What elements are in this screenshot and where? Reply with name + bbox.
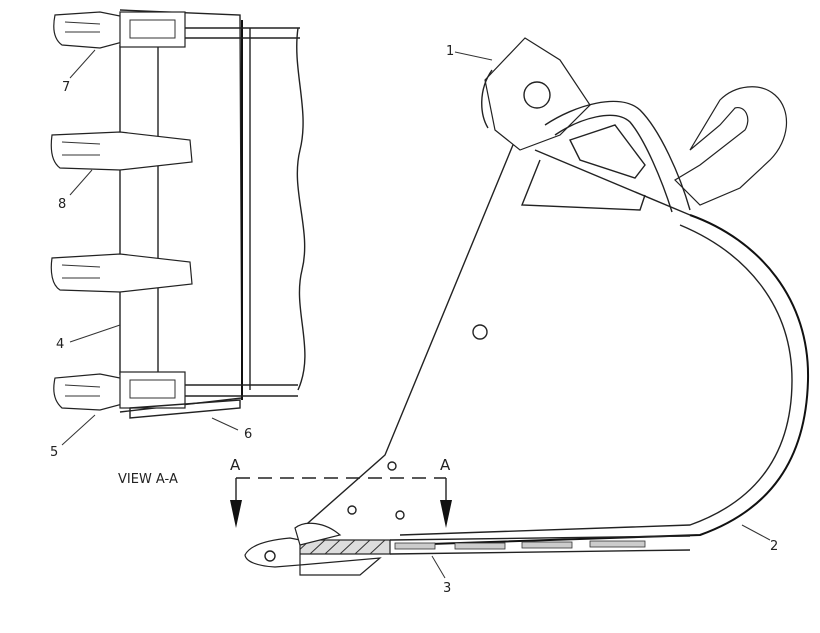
section-marker-left: A bbox=[230, 456, 241, 474]
wrapper-inner bbox=[399, 224, 793, 536]
rear-hook bbox=[674, 86, 787, 206]
callout-1: 1 bbox=[446, 44, 454, 59]
tooth-top bbox=[53, 11, 131, 49]
callout-6: 6 bbox=[244, 427, 252, 442]
leader-8 bbox=[69, 169, 93, 196]
tooth-middle-upper-detail bbox=[61, 141, 101, 156]
bucket-side-view: 1 2 3 bbox=[244, 37, 810, 596]
front-tooth bbox=[244, 537, 301, 568]
leader-2 bbox=[741, 524, 771, 541]
hitch-bracket bbox=[484, 37, 591, 151]
corner-adapter-bottom bbox=[119, 371, 186, 409]
corner-adapter-top-inner bbox=[129, 19, 176, 39]
leader-6 bbox=[211, 417, 239, 431]
leader-1 bbox=[454, 51, 493, 61]
leader-5 bbox=[61, 414, 96, 446]
callout-8: 8 bbox=[58, 197, 66, 212]
leader-7 bbox=[69, 49, 96, 79]
side-cutter-6 bbox=[129, 399, 241, 419]
section-marker-right: A bbox=[440, 456, 451, 474]
wear-strip-1 bbox=[394, 542, 436, 550]
side-plate-hole-1 bbox=[387, 461, 397, 471]
upper-gusset bbox=[569, 124, 646, 179]
side-plate-hole-3 bbox=[395, 510, 405, 520]
tooth-middle-lower-detail bbox=[61, 264, 101, 279]
upper-wrapper-inner bbox=[554, 114, 673, 213]
view-a-a: 7 8 4 5 6 VIEW A-A bbox=[50, 9, 306, 487]
callout-3: 3 bbox=[443, 581, 451, 596]
tooth-middle-lower bbox=[50, 253, 193, 293]
upper-wrapper-outer bbox=[544, 100, 691, 211]
lip-plate-outline bbox=[119, 9, 243, 413]
top-rail bbox=[534, 149, 691, 216]
section-arrow-left-head bbox=[230, 500, 242, 528]
hitch-pin-hole bbox=[523, 81, 551, 109]
front-tooth-adapter-top bbox=[294, 522, 342, 546]
section-arrow-right-head bbox=[440, 500, 452, 528]
tooth-middle-upper bbox=[50, 131, 193, 171]
top-rail-brace bbox=[520, 159, 646, 211]
leader-3 bbox=[431, 555, 446, 579]
wrapper-outer bbox=[399, 214, 810, 546]
bottom-plate-bottom bbox=[389, 549, 691, 555]
tooth-bottom bbox=[53, 373, 131, 411]
view-label: VIEW A-A bbox=[118, 472, 178, 487]
callout-7: 7 bbox=[62, 80, 70, 95]
callout-5: 5 bbox=[50, 445, 58, 460]
leader-4 bbox=[69, 324, 121, 343]
callout-4: 4 bbox=[56, 337, 64, 352]
tooth-bottom-detail bbox=[64, 384, 101, 397]
side-plate-hole-upper bbox=[472, 324, 488, 340]
side-plate-front-edge bbox=[299, 139, 516, 531]
wear-strip-4 bbox=[589, 540, 646, 548]
side-plate-hole-2 bbox=[347, 505, 357, 515]
callout-2: 2 bbox=[770, 539, 778, 554]
front-tooth-adapter-bottom bbox=[299, 557, 382, 576]
wear-strip-3 bbox=[521, 541, 573, 549]
tooth-top-detail bbox=[64, 21, 101, 33]
hitch-bracket-curve bbox=[481, 69, 493, 129]
break-line bbox=[296, 27, 306, 391]
base-edge-hatching bbox=[294, 539, 386, 555]
section-line: A A bbox=[230, 456, 452, 528]
front-tooth-pin bbox=[264, 550, 276, 562]
wear-strip-2 bbox=[454, 542, 506, 550]
corner-adapter-top bbox=[119, 11, 186, 48]
bottom-plate-top bbox=[389, 535, 691, 541]
corner-adapter-bottom-inner bbox=[129, 379, 176, 399]
